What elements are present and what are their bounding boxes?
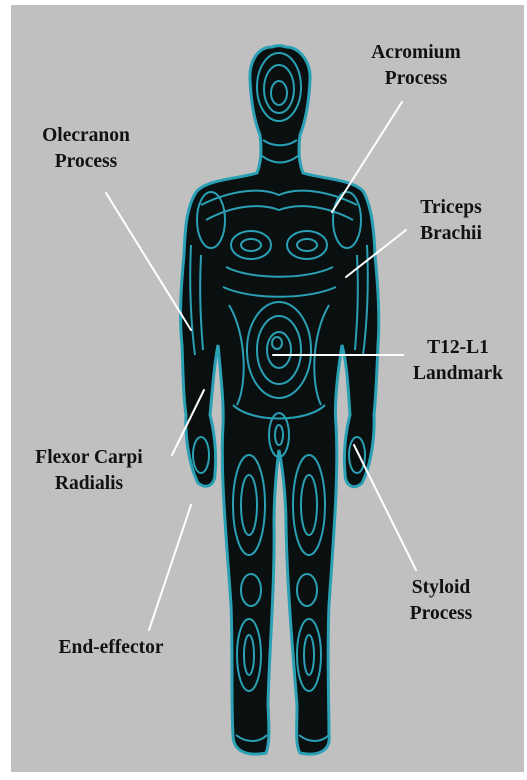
label-end-effector: End-effector <box>26 635 196 661</box>
